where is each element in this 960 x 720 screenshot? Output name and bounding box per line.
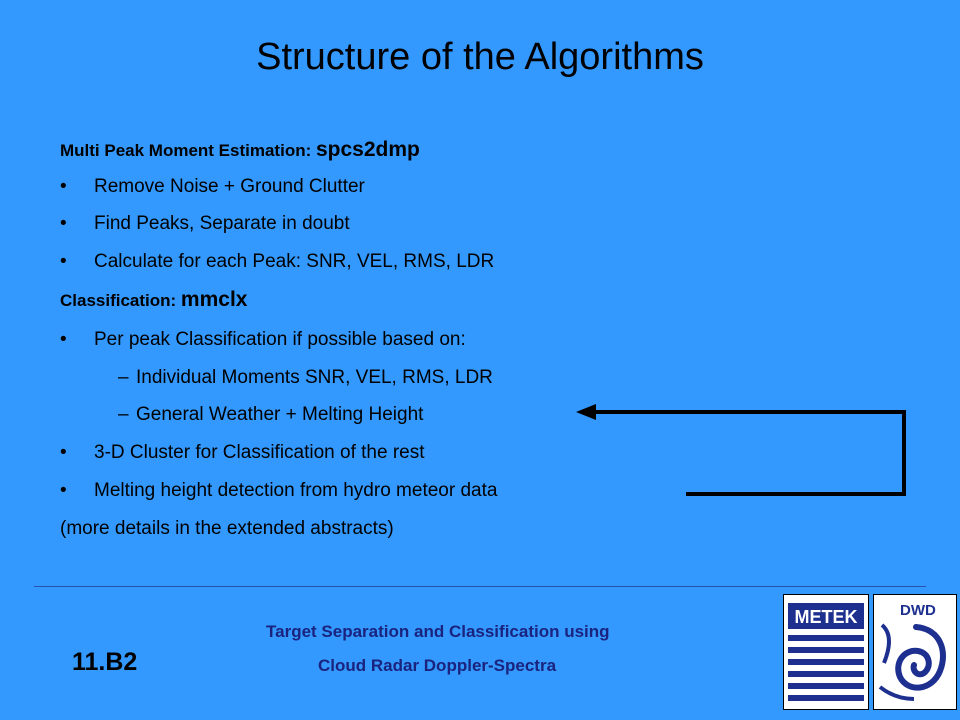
dwd-logo-text: DWD xyxy=(900,602,936,619)
bullet-symbol: • xyxy=(60,251,67,272)
metek-logo-icon: METEK xyxy=(788,603,864,701)
note-text: (more details in the extended abstracts) xyxy=(60,518,394,539)
list-item-text: Per peak Classification if possible base… xyxy=(94,329,466,350)
bullet-symbol: • xyxy=(60,176,67,197)
bullet-symbol: • xyxy=(60,480,67,501)
section-label: Classification: xyxy=(60,291,181,310)
section-heading-classification: Classification: mmclx xyxy=(60,288,247,312)
footer-title-line1: Target Separation and Classification usi… xyxy=(266,622,610,641)
arrow-head xyxy=(576,404,596,420)
list-item-text: Remove Noise + Ground Clutter xyxy=(94,176,365,197)
list-item-text: Melting height detection from hydro mete… xyxy=(94,480,498,501)
arrow-path xyxy=(594,410,906,496)
dash-symbol: – xyxy=(118,404,129,425)
list-item-text: 3-D Cluster for Classification of the re… xyxy=(94,442,425,463)
metek-logo-text: METEK xyxy=(795,607,858,627)
dwd-logo-icon: DWD xyxy=(878,602,946,701)
list-item-text: Find Peaks, Separate in doubt xyxy=(94,213,350,234)
sub-list-item-text: Individual Moments SNR, VEL, RMS, LDR xyxy=(136,367,493,388)
bullet-symbol: • xyxy=(60,442,67,463)
program-name: spcs2dmp xyxy=(315,138,420,161)
bullet-symbol: • xyxy=(60,213,67,234)
program-name: mmclx xyxy=(180,288,248,311)
bullet-symbol: • xyxy=(60,329,67,350)
dwd-logo: DWD xyxy=(873,594,957,710)
metek-logo: METEK xyxy=(783,594,869,710)
sub-list-item-text: General Weather + Melting Height xyxy=(136,404,424,425)
slide-title: Structure of the Algorithms xyxy=(256,36,704,78)
session-code: 11.B2 xyxy=(72,648,138,676)
section-label: Multi Peak Moment Estimation: xyxy=(60,141,316,160)
footer-divider xyxy=(34,586,926,587)
section-heading-moment-estimation: Multi Peak Moment Estimation: spcs2dmp xyxy=(60,138,420,162)
list-item-text: Calculate for each Peak: SNR, VEL, RMS, … xyxy=(94,251,495,272)
dash-symbol: – xyxy=(118,367,129,388)
footer-title-line2: Cloud Radar Doppler-Spectra xyxy=(318,656,557,675)
